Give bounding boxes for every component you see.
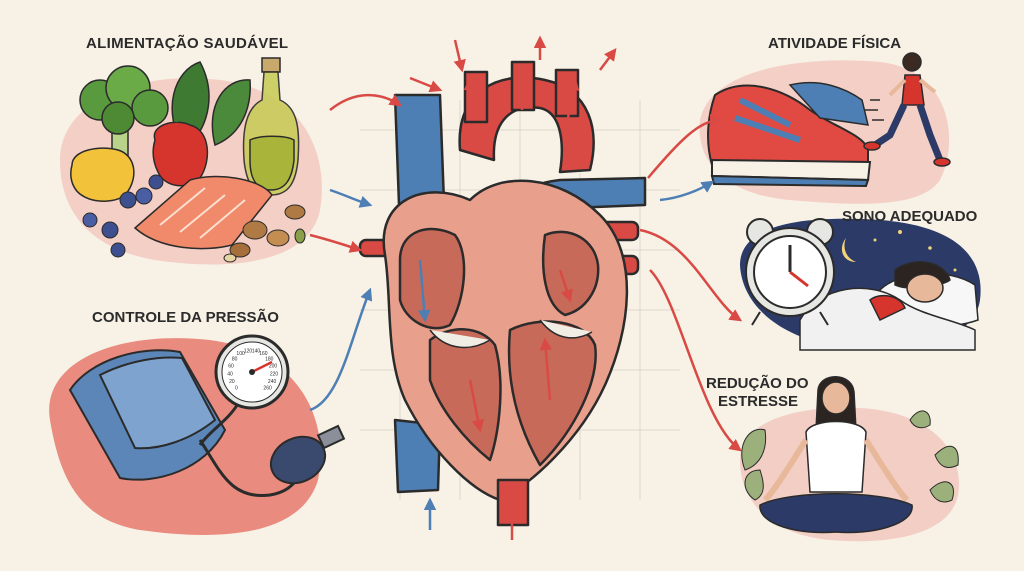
gauge-tick-label: 100 [236, 351, 245, 357]
blueberries-icon [82, 174, 164, 258]
gauge-tick-label: 40 [227, 371, 233, 377]
mitral-valve [539, 319, 593, 339]
label-physical-activity: ATIVIDADE FÍSICA [768, 35, 901, 52]
heart-anatomy-illustration [358, 60, 647, 527]
gauge-tick-label: 200 [269, 364, 278, 370]
runner-figure-icon [863, 52, 951, 167]
brachiocephalic-artery [463, 70, 489, 124]
left-atrium [541, 230, 600, 317]
moon-icon [841, 238, 856, 262]
gauge-tick-label: 60 [228, 364, 234, 370]
label-adequate-sleep: SONO ADEQUADO [842, 208, 978, 225]
alarm-clock-icon [745, 218, 835, 326]
label-stress-reduction-line1: REDUÇÃO DO [706, 374, 809, 392]
pressure-cuff-icon [68, 349, 227, 481]
gauge-tick-label: 180 [265, 356, 274, 362]
meditating-person-icon [759, 376, 913, 534]
leaves-icon [741, 410, 959, 503]
gauge-tick-label: 80 [232, 356, 238, 362]
gauge-tick-label: 120 [244, 348, 253, 354]
gauge-tick-label: 220 [270, 371, 279, 377]
salmon-fillet-icon [133, 175, 273, 250]
sleeping-person-icon [869, 261, 951, 321]
label-stress-reduction-line2: ESTRESSE [718, 393, 798, 410]
left-ventricle [507, 320, 597, 467]
blood-flow-arrows [417, 67, 618, 433]
running-shoe-icon [707, 84, 872, 188]
gauge-tick-label: 140 [252, 348, 261, 354]
running-shoe-back-icon [788, 81, 869, 126]
nuts-icon [223, 204, 306, 263]
label-healthy-eating: ALIMENTAÇÃO SAUDÁVEL [86, 34, 288, 52]
gauge-tick-label: 0 [235, 386, 238, 392]
star-icon [873, 230, 957, 272]
label-pressure-control: CONTROLE DA PRESSÃO [92, 308, 279, 326]
healthy-food-illustration [60, 57, 322, 265]
right-atrium [398, 227, 466, 330]
connector-arrows [309, 35, 743, 540]
left-subclavian-artery [554, 68, 580, 118]
olive-oil-bottle-icon [242, 57, 300, 196]
pump-bulb-icon [269, 424, 346, 485]
stress-reduction-illustration [740, 376, 959, 542]
gauge-tick-label: 160 [259, 351, 268, 357]
adequate-sleep-illustration [740, 218, 981, 351]
gauge-tick-label: 240 [268, 379, 277, 385]
gauge-tick-label: 260 [263, 386, 272, 392]
gauge-tick-label: 20 [229, 379, 235, 385]
tricuspid-valve [429, 329, 491, 349]
motion-lines [865, 99, 884, 121]
physical-activity-illustration [699, 52, 951, 204]
